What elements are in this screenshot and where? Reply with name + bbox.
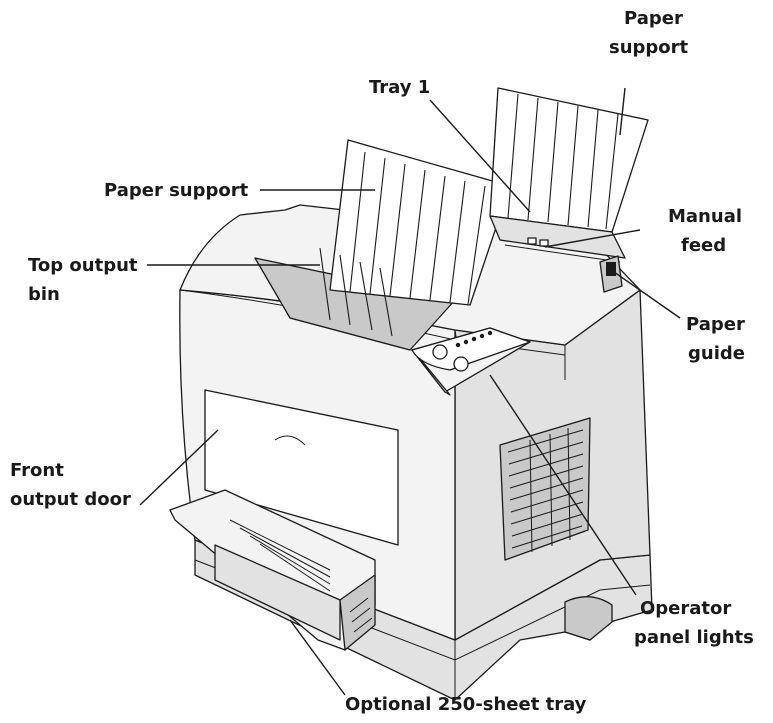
label-front-output-door-line2: output door bbox=[10, 489, 131, 510]
leader-tray1 bbox=[429, 99, 531, 213]
tray1-feed-area bbox=[489, 215, 626, 293]
label-paper-guide-line2: guide bbox=[688, 343, 745, 364]
leader-operator-panel-lights bbox=[489, 374, 637, 596]
leader-optional-tray bbox=[289, 619, 346, 696]
leader-lines bbox=[139, 87, 681, 696]
label-tray1: Tray 1 bbox=[369, 77, 430, 98]
label-paper-support-right-line2: support bbox=[609, 37, 689, 58]
leader-paper-support-right bbox=[619, 87, 626, 136]
label-top-output-bin-line2: bin bbox=[28, 284, 60, 305]
label-paper-guide-line1: Paper bbox=[686, 314, 745, 335]
operator-panel bbox=[411, 327, 531, 396]
leader-front-output-door bbox=[139, 429, 219, 506]
label-paper-support-right-line1: Paper bbox=[624, 8, 683, 29]
side-vent bbox=[499, 417, 591, 561]
label-operator-panel-lights-line2: panel lights bbox=[634, 627, 754, 648]
front-tray-shape bbox=[169, 489, 376, 651]
label-manual-feed-line1: Manual bbox=[668, 206, 742, 227]
label-manual-feed-line2: feed bbox=[681, 235, 726, 256]
front-output-door-shape bbox=[204, 389, 399, 546]
paper-support-right-shape bbox=[489, 87, 649, 233]
leader-paper-guide bbox=[613, 271, 681, 319]
label-front-output-door-line1: Front bbox=[10, 460, 64, 481]
paper-support-left-shape bbox=[319, 139, 511, 337]
leader-manual-feed bbox=[544, 229, 641, 248]
label-paper-support-left: Paper support bbox=[104, 180, 249, 201]
label-top-output-bin-line1: Top output bbox=[28, 255, 138, 276]
label-operator-panel-lights-line1: Operator bbox=[640, 598, 731, 619]
callout-labels: Paper support Tray 1 Paper support Manua… bbox=[10, 8, 754, 715]
label-optional-tray: Optional 250-sheet tray bbox=[345, 694, 587, 715]
